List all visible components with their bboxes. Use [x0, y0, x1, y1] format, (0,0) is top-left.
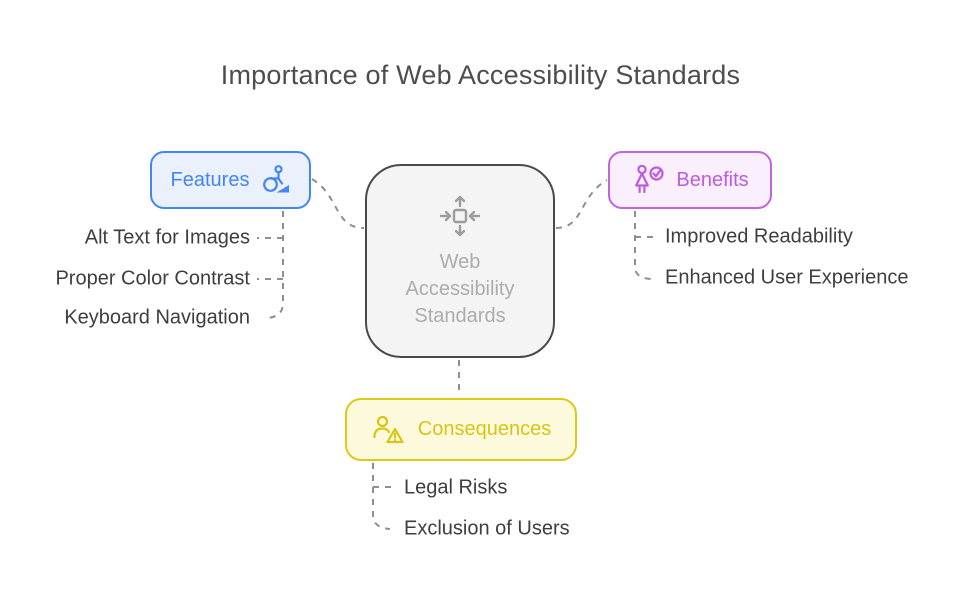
- consequences-item-exclusion-of-users: Exclusion of Users: [404, 517, 570, 540]
- connector-features-stem: [266, 211, 284, 319]
- connector-benefits-stem: [634, 211, 652, 280]
- benefits-node-label: Benefits: [676, 168, 749, 191]
- features-node: Features: [150, 151, 311, 209]
- move-focus-icon: [439, 195, 481, 236]
- consequences-node-label: Consequences: [417, 418, 552, 440]
- features-item-color-contrast: Proper Color Contrast: [55, 267, 250, 290]
- benefits-node: Benefits: [608, 151, 772, 209]
- center-node: Web Accessibility Standards: [365, 164, 555, 358]
- connector-center-benefits: [555, 179, 608, 229]
- person-warning-icon: [373, 415, 404, 443]
- consequences-item-legal-risks: Legal Risks: [404, 476, 508, 499]
- features-item-alt-text: Alt Text for Images: [84, 226, 250, 249]
- features-node-label: Features: [170, 168, 250, 191]
- center-node-label: Web Accessibility Standards: [405, 250, 515, 327]
- benefits-item-improved-readability: Improved Readability: [665, 225, 853, 248]
- features-item-keyboard-navigation: Keyboard Navigation: [64, 306, 250, 329]
- connector-consequences-stem: [372, 463, 391, 530]
- benefits-item-enhanced-user-experience: Enhanced User Experience: [665, 266, 909, 289]
- wheelchair-accessibility-icon: [263, 165, 290, 193]
- consequences-node: Consequences: [345, 398, 577, 461]
- diagram-title: Importance of Web Accessibility Standard…: [220, 60, 741, 90]
- connector-features-center: [311, 178, 365, 229]
- person-check-icon: [635, 164, 664, 194]
